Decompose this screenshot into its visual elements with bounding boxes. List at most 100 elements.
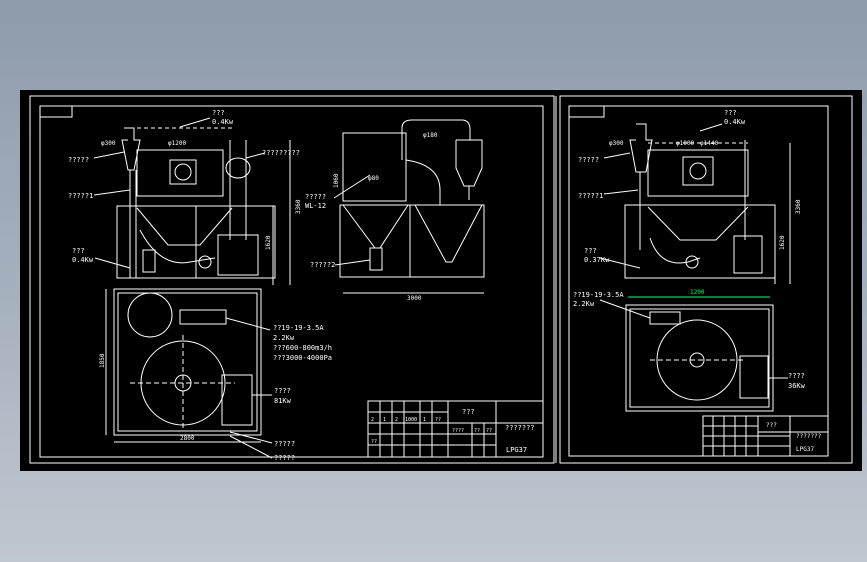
- side-return-duct: [405, 159, 441, 205]
- tb-cell-8: ??: [486, 428, 492, 434]
- tb-cell-0: 2: [371, 417, 374, 423]
- leader-fan: [179, 117, 211, 128]
- right-sheet: [559, 95, 853, 464]
- motor-label: ???: [72, 247, 85, 255]
- tb-cell-2: 2: [395, 417, 398, 423]
- blower-motor: [179, 309, 227, 325]
- r-pipe-label: ?????1: [578, 192, 603, 200]
- title-block-subtitle: ???????: [505, 424, 535, 432]
- r-heater-unit: [739, 355, 769, 399]
- left-sheet-corner-tab: [40, 106, 73, 118]
- r-blower-power: 2.2Kw: [573, 300, 595, 308]
- chamber-cone: [136, 207, 233, 246]
- blower-flow: ???600-800m3/h: [273, 344, 332, 352]
- leader-blower: [225, 317, 271, 331]
- leader-cyclone: [93, 151, 125, 159]
- dryer-chamber: [136, 149, 224, 197]
- side-outlet: [369, 247, 383, 271]
- atomizer-label: ?????: [305, 193, 326, 201]
- r-fan-label: ???: [724, 109, 737, 117]
- fan-power: 0.4Kw: [212, 118, 234, 126]
- fan-label: ???: [212, 109, 225, 117]
- selected-dim-value[interactable]: 1200: [690, 289, 705, 296]
- right-sheet-corner-tab: [569, 106, 605, 118]
- r-heater-label: ????: [788, 372, 805, 380]
- blower-model: ??19-19-3.5A: [273, 324, 324, 332]
- r-plan-outline: [625, 304, 774, 412]
- right-front-view: [599, 123, 791, 284]
- plan-small-wheel: [127, 292, 173, 338]
- r-leader-pipe: [603, 189, 639, 195]
- left-sheet-outer-border: [29, 95, 555, 464]
- tb-cell-5: ??: [435, 417, 441, 423]
- atomizer-model: WL-12: [305, 202, 326, 210]
- left-title-block: [367, 400, 544, 458]
- tb-cell-6: ????: [452, 428, 464, 434]
- side-chamber: [342, 132, 407, 202]
- top-right-label: ?????????: [262, 149, 300, 157]
- dim-pipe: φ300: [101, 140, 116, 147]
- side-cone-right: [414, 204, 483, 263]
- leader-atomizer: [333, 174, 371, 199]
- leader-top-right: [245, 152, 266, 159]
- r-leader-blower: [599, 299, 651, 319]
- left-sheet-inner-border: [39, 105, 544, 458]
- r-title-subtitle: ???????: [796, 433, 822, 440]
- r-bottom-duct: [649, 237, 701, 264]
- r-blower-model: ??19-19-3.5A: [573, 291, 624, 299]
- side-dim-width: 3000: [407, 295, 422, 302]
- right-title-block: [702, 415, 829, 457]
- right-plan-view: [599, 299, 788, 412]
- plan-dim-bottom: 2800: [180, 435, 195, 442]
- leader-pipe: [93, 189, 131, 196]
- r-chamber-cone: [647, 206, 749, 241]
- r-dryer-chamber: [647, 149, 749, 197]
- right-sheet-labels: ??? 0.4Kw φ1000 φ1440 φ300 ????? ?????1 …: [573, 109, 822, 453]
- dim-height: 3360: [295, 199, 302, 214]
- fan-wheel: [198, 255, 212, 269]
- dim-body: 1620: [265, 235, 272, 250]
- side-frame: [339, 204, 485, 278]
- r-dim-top: φ1000: [676, 140, 694, 147]
- drawing-background: [20, 90, 862, 471]
- r-plan-inner: [629, 308, 770, 408]
- right-duct-bulge: [225, 157, 251, 179]
- plan-outline: [113, 288, 262, 436]
- plan-dim-left: 1850: [99, 353, 106, 368]
- plan-bottom-label-1: ?????: [274, 440, 295, 448]
- hopper-left: [142, 249, 156, 273]
- r-cyclone: [629, 123, 653, 173]
- r-motor-power: 0.37Kw: [584, 256, 610, 264]
- side-dim-mid: φ80: [368, 175, 379, 182]
- r-chamber-window: [682, 156, 714, 186]
- tb-cell-9: ??: [371, 439, 377, 445]
- r-dim-top2: φ1440: [700, 140, 718, 147]
- leader-side-bottom: [334, 259, 371, 266]
- r-heater-power: 36Kw: [788, 382, 806, 390]
- r-chamber-porthole: [689, 162, 707, 180]
- tb-cell-7: ??: [474, 428, 480, 434]
- cyclone-label: ?????: [68, 156, 89, 164]
- heater-unit: [221, 374, 253, 426]
- r-title-name: ???: [766, 422, 777, 429]
- r-motor-box: [733, 235, 763, 274]
- left-front-view: [93, 117, 291, 285]
- r-leader-fan: [699, 123, 723, 132]
- r-plan-big-wheel: [656, 319, 738, 401]
- left-side-view: [333, 119, 485, 294]
- r-dim-body: 1620: [779, 235, 786, 250]
- selected-dimension[interactable]: 1200: [628, 289, 770, 298]
- side-dim-top: φ180: [423, 132, 438, 139]
- leader-bottom-1: [229, 431, 273, 444]
- r-leader-cyclone: [603, 152, 631, 159]
- plan-bottom-label-2: ?????: [274, 454, 295, 462]
- r-motor-label: ???: [584, 247, 597, 255]
- tb-cell-1: 1: [383, 417, 386, 423]
- blower-power: 2.2Kw: [273, 334, 295, 342]
- motor-box: [217, 234, 259, 276]
- right-sheet-inner-border: [568, 105, 829, 457]
- left-sheet: [29, 95, 557, 464]
- r-leader-motor: [599, 257, 641, 269]
- blower-pressure: ???3000-4000Pa: [273, 354, 332, 362]
- title-block-name: ???: [462, 408, 475, 416]
